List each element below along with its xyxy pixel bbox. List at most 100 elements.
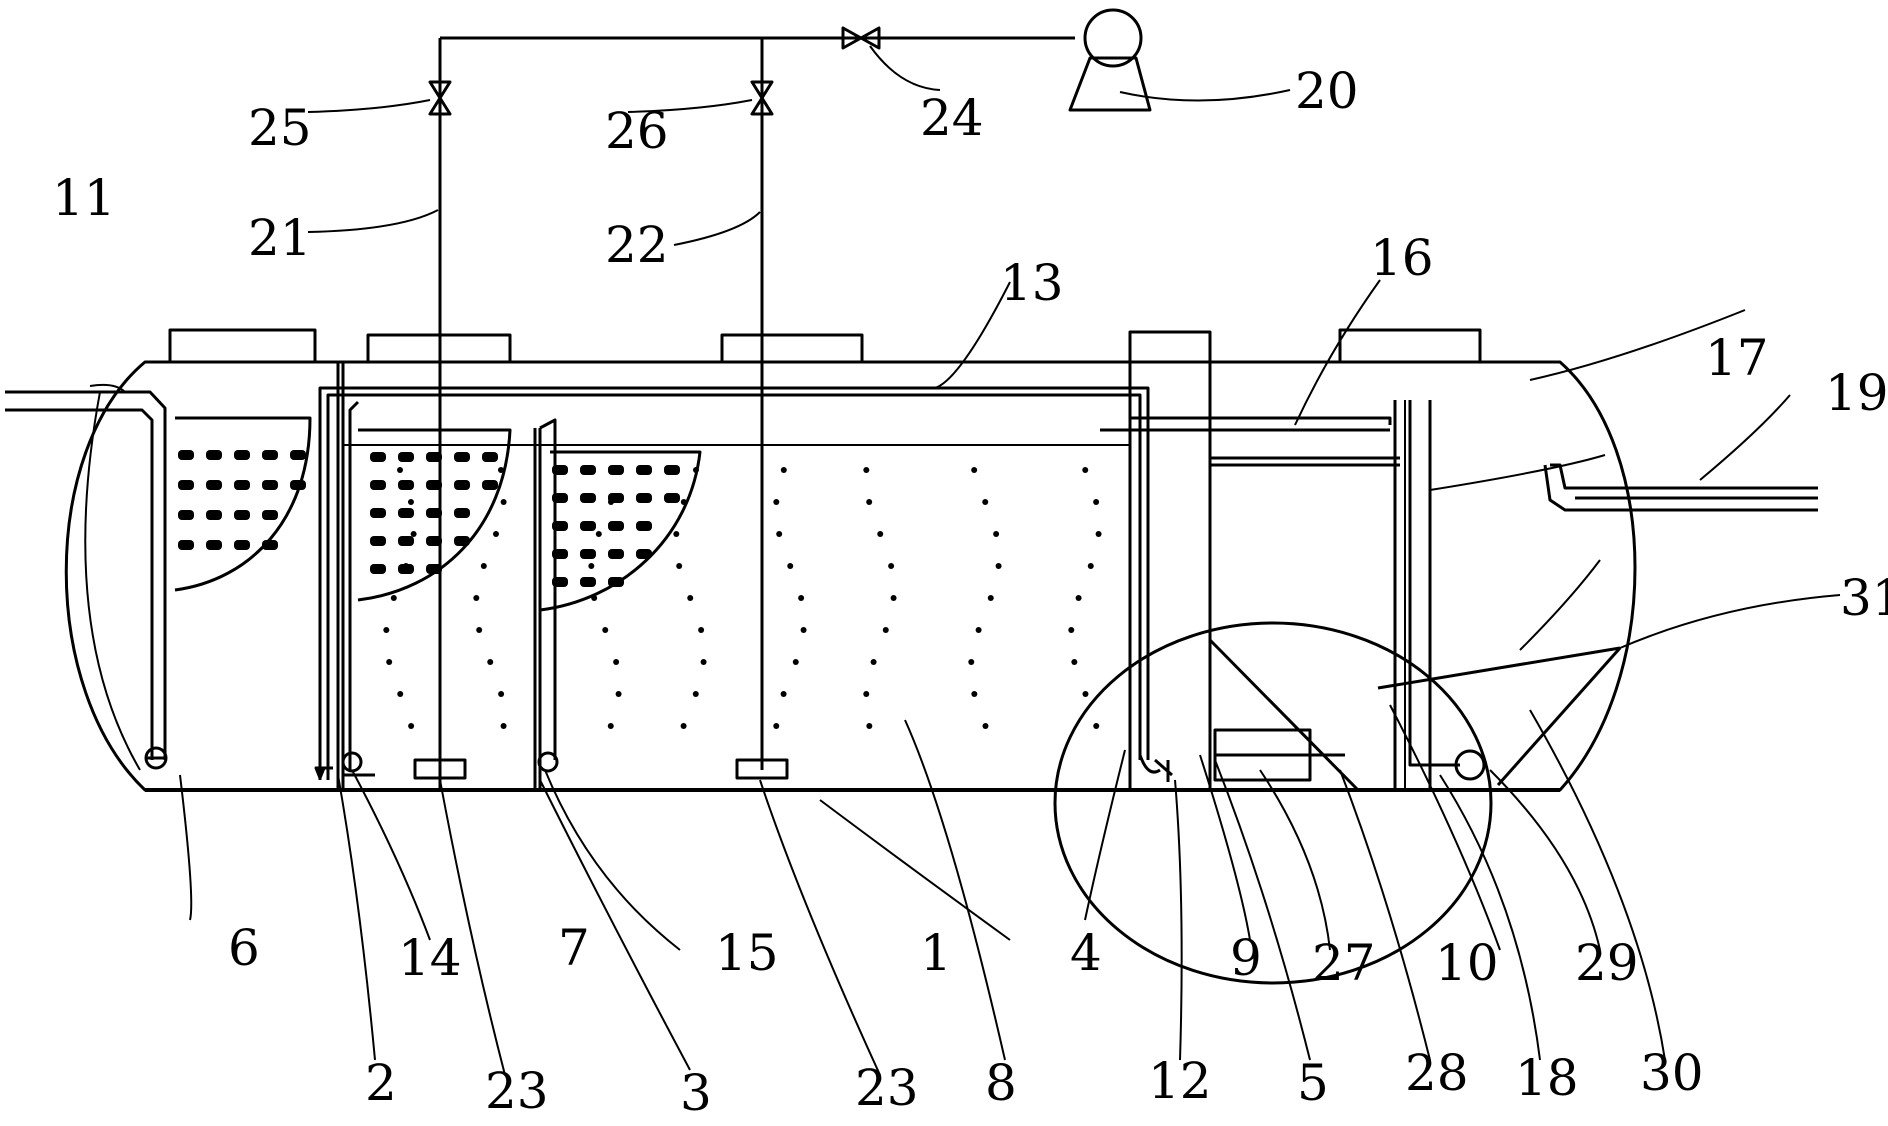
media-block bbox=[426, 452, 442, 462]
label-11: 11 bbox=[52, 169, 116, 227]
air-bubble bbox=[687, 595, 694, 601]
media-block bbox=[580, 521, 596, 531]
air-bubble bbox=[776, 531, 783, 537]
media-block bbox=[178, 450, 194, 460]
air-bubble bbox=[780, 691, 787, 697]
air-bubble bbox=[995, 563, 1002, 569]
diffuser-2 bbox=[735, 758, 789, 780]
air-bubble bbox=[402, 563, 409, 569]
air-bubble bbox=[500, 499, 507, 505]
media-block bbox=[234, 540, 250, 550]
air-bubble bbox=[987, 595, 994, 601]
air-bubble bbox=[390, 595, 397, 601]
diffuser-1 bbox=[413, 758, 467, 780]
media-block bbox=[454, 452, 470, 462]
air-bubble bbox=[397, 467, 403, 473]
air-bubble bbox=[613, 659, 620, 665]
biofilm-carrier-6 bbox=[174, 416, 312, 592]
valve-24-icon bbox=[841, 26, 881, 50]
air-bubble bbox=[602, 627, 609, 633]
media-block bbox=[636, 521, 652, 531]
label-8: 8 bbox=[985, 1054, 1017, 1112]
media-block bbox=[370, 508, 386, 518]
label-14: 14 bbox=[398, 929, 462, 987]
air-bubble bbox=[792, 659, 799, 665]
air-bubble bbox=[888, 563, 895, 569]
air-bubble bbox=[798, 595, 805, 601]
manholes bbox=[168, 328, 1482, 790]
air-bubble bbox=[982, 723, 989, 729]
tank-body bbox=[64, 360, 1637, 792]
media-block bbox=[370, 564, 386, 574]
air-bubble bbox=[692, 691, 699, 697]
air-bubble bbox=[1082, 467, 1089, 473]
media-block bbox=[636, 465, 652, 475]
label-31: 31 bbox=[1840, 569, 1888, 627]
media-block bbox=[178, 510, 194, 520]
inclined-plate-30 bbox=[1496, 647, 1622, 786]
label-15: 15 bbox=[715, 924, 779, 982]
air-bubble bbox=[698, 627, 705, 633]
media-block bbox=[262, 510, 278, 520]
label-10: 10 bbox=[1435, 934, 1499, 992]
return-pipe bbox=[314, 386, 1161, 780]
media-block bbox=[664, 493, 680, 503]
inlet-pipe bbox=[5, 390, 168, 770]
air-bubble bbox=[588, 563, 595, 569]
media-block bbox=[206, 450, 222, 460]
air-bubble bbox=[492, 531, 499, 537]
air-bubble bbox=[800, 627, 807, 633]
media-block bbox=[664, 465, 680, 475]
air-bubble bbox=[473, 595, 480, 601]
label-26: 26 bbox=[605, 102, 669, 160]
air-header-pipe bbox=[438, 36, 1075, 790]
air-bubble bbox=[615, 691, 622, 697]
label-18: 18 bbox=[1515, 1049, 1579, 1107]
transfer-pipe-15 bbox=[537, 418, 559, 773]
label-20: 20 bbox=[1295, 62, 1359, 120]
air-bubble bbox=[497, 467, 504, 473]
air-bubble bbox=[498, 691, 505, 697]
valve-25-icon bbox=[428, 80, 452, 116]
media-block bbox=[426, 508, 442, 518]
air-bubble bbox=[982, 499, 989, 505]
air-bubble bbox=[408, 723, 415, 729]
media-block bbox=[552, 493, 568, 503]
media-block bbox=[426, 564, 442, 574]
air-bubble bbox=[1068, 627, 1075, 633]
label-30: 30 bbox=[1640, 1044, 1704, 1102]
media-block bbox=[552, 521, 568, 531]
label-3: 3 bbox=[680, 1064, 712, 1121]
air-bubble bbox=[971, 691, 978, 697]
media-block bbox=[398, 508, 414, 518]
air-bubble bbox=[607, 499, 614, 505]
air-bubble bbox=[780, 467, 787, 473]
leader-lines bbox=[84, 45, 1841, 1076]
media-block bbox=[482, 452, 498, 462]
air-bubble bbox=[1075, 595, 1082, 601]
media-block bbox=[234, 510, 250, 520]
label-23a: 23 bbox=[485, 1062, 549, 1120]
air-bubble bbox=[410, 531, 417, 537]
label-5: 5 bbox=[1297, 1054, 1329, 1112]
media-block bbox=[608, 521, 624, 531]
label-6: 6 bbox=[228, 919, 260, 977]
label-16: 16 bbox=[1370, 229, 1434, 287]
air-bubble bbox=[397, 691, 404, 697]
media-block bbox=[398, 452, 414, 462]
pipe-18 bbox=[1408, 400, 1486, 781]
packing-media bbox=[178, 450, 680, 587]
media-block bbox=[552, 577, 568, 587]
media-block bbox=[454, 480, 470, 490]
air-bubble bbox=[615, 467, 622, 473]
media-block bbox=[206, 540, 222, 550]
air-bubble bbox=[680, 499, 687, 505]
air-bubble bbox=[680, 723, 687, 729]
media-block bbox=[608, 577, 624, 587]
media-block bbox=[482, 480, 498, 490]
outlet-pipe bbox=[1543, 463, 1818, 512]
label-13: 13 bbox=[1000, 254, 1064, 312]
air-bubble bbox=[968, 659, 975, 665]
air-bubble bbox=[863, 691, 870, 697]
label-28: 28 bbox=[1405, 1044, 1469, 1102]
